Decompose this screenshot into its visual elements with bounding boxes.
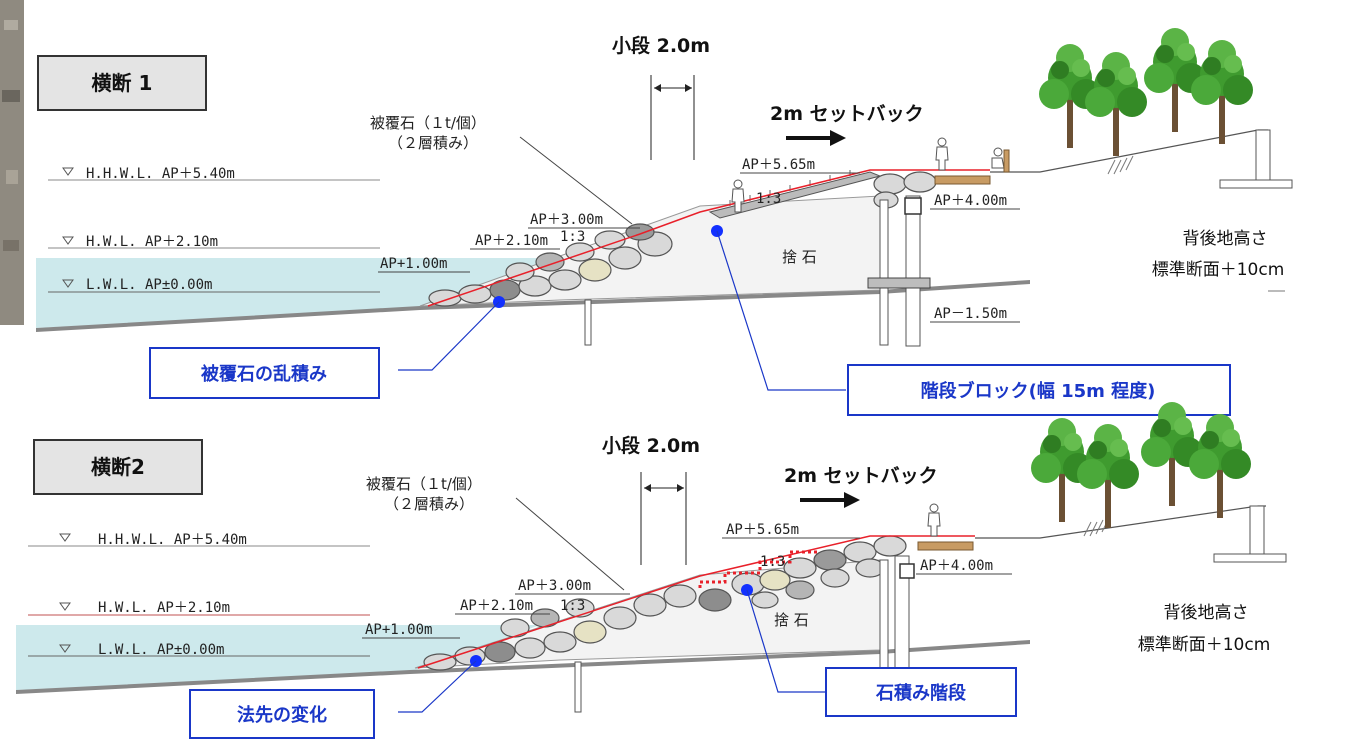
right-label-1: 背後地高さ — [1183, 229, 1268, 249]
person-icon — [935, 137, 949, 171]
berm-label: 小段 2.0m — [602, 434, 700, 457]
callout-1: 被覆石の乱積み — [201, 363, 327, 385]
elev-ap300: AP＋3.00m — [518, 578, 591, 594]
callout-3: 法先の変化 — [237, 704, 327, 726]
elev-top: AP＋5.65m — [726, 522, 799, 538]
section-1-label-box — [37, 55, 207, 111]
bench-person-icon — [991, 147, 1010, 173]
section-2: 横断2 H.H.W.L. AP＋5.40m H.W.L. AP＋2.10m L.… — [16, 402, 1287, 739]
elev-ap300: AP＋3.00m — [530, 212, 603, 228]
hwl-label: H.W.L. AP＋2.10m — [98, 600, 230, 616]
right-label-2: 標準断面＋10cm — [1152, 260, 1285, 280]
elev-ap400: AP＋4.00m — [920, 558, 993, 574]
elev-top: AP＋5.65m — [742, 157, 815, 173]
water — [36, 258, 560, 328]
section-2-label-box — [33, 439, 203, 495]
tree-icon — [1085, 52, 1147, 156]
tree-icon — [1077, 424, 1139, 528]
tree-icon — [1189, 414, 1251, 518]
callout-4: 石積み階段 — [875, 682, 967, 704]
elev-ap100: AP+1.00m — [380, 256, 447, 272]
armor-stones — [428, 171, 937, 307]
lwl-label: L.W.L. AP±0.00m — [98, 642, 224, 658]
setback-label: 2m セットバック — [784, 465, 938, 487]
armor-label-1: 被覆石（１t/個） — [366, 475, 482, 493]
hhwl-label: H.H.W.L. AP＋5.40m — [98, 532, 247, 548]
slope-upper: 1:3 — [760, 554, 785, 570]
callout-box-2 — [847, 364, 1231, 416]
right-label-2: 標準断面＋10cm — [1138, 635, 1271, 655]
setback-label: 2m セットバック — [770, 103, 924, 125]
slope-upper: 1:3 — [756, 191, 781, 207]
lwl-label: L.W.L. AP±0.00m — [86, 277, 212, 293]
fill-label: 捨 石 — [782, 248, 817, 266]
stair-blocks — [708, 171, 882, 219]
armor-label-2: （２層積み） — [388, 134, 478, 152]
section-2-title: 横断2 — [91, 455, 145, 479]
elev-ap100: AP+1.00m — [365, 622, 432, 638]
section-1-title: 横断 1 — [92, 71, 153, 95]
hhwl-label: H.H.W.L. AP＋5.40m — [86, 166, 235, 182]
right-label-1: 背後地高さ — [1164, 603, 1249, 623]
water — [16, 625, 540, 690]
hwl-label: H.W.L. AP＋2.10m — [86, 234, 218, 250]
tree-icon — [1191, 40, 1253, 144]
armor-label-2: （２層積み） — [384, 495, 474, 513]
armor-label-1: 被覆石（１t/個） — [370, 114, 486, 132]
fill-label: 捨 石 — [774, 611, 809, 629]
berm-label: 小段 2.0m — [612, 34, 710, 57]
slope-lower: 1:3 — [560, 229, 585, 245]
section-1: 横断 1 H.H.W.L. AP＋5.40m H.W.L. AP＋2.10m L… — [36, 28, 1293, 416]
elev-ap400: AP＋4.00m — [934, 193, 1007, 209]
callout-box-1 — [149, 347, 380, 399]
photo-strip — [0, 0, 24, 325]
callout-2: 階段ブロック(幅 15m 程度) — [921, 380, 1156, 402]
callout-box-3 — [189, 689, 375, 739]
elev-ap210: AP＋2.10m — [475, 233, 548, 249]
slope-lower: 1:3 — [560, 598, 585, 614]
person-icon — [927, 503, 941, 537]
elev-ap-minus150: AP－1.50m — [934, 306, 1007, 322]
callout-box-4 — [825, 667, 1017, 717]
elev-ap210: AP＋2.10m — [460, 598, 533, 614]
stone-step-highlight — [698, 550, 820, 588]
